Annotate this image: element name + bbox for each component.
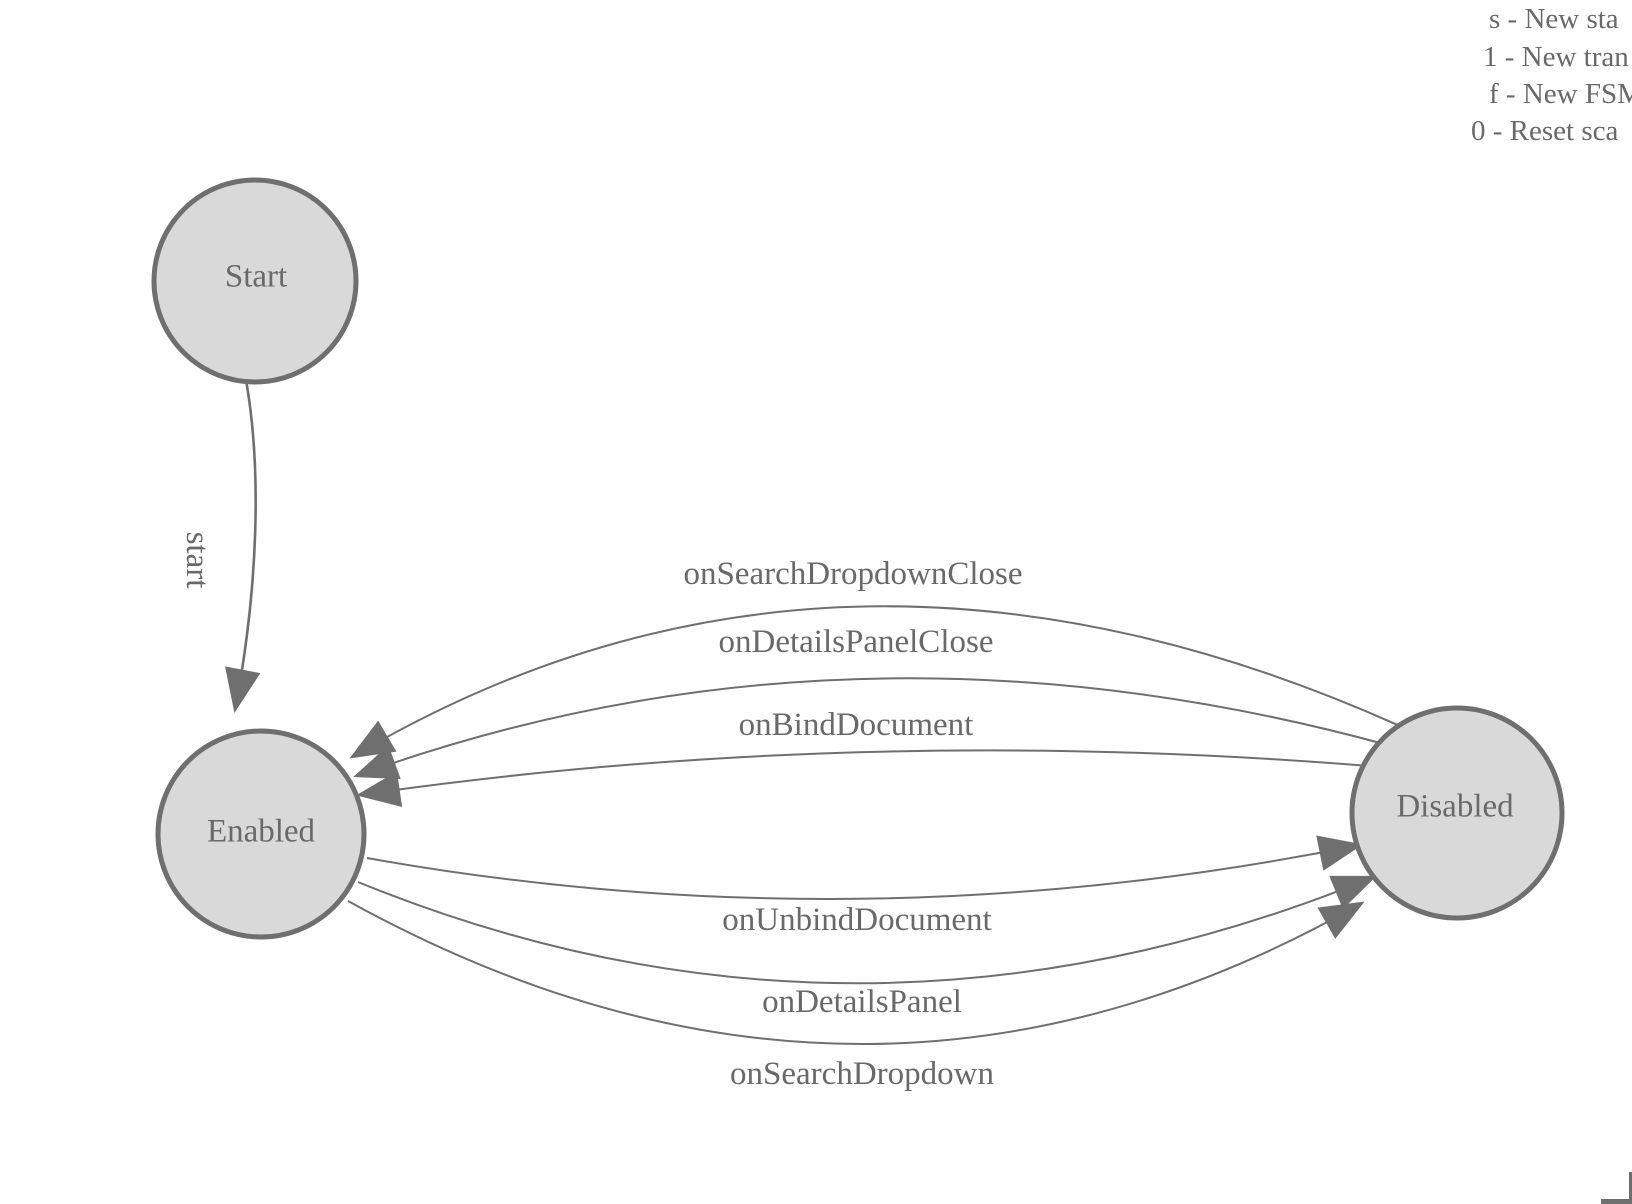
- legend-line-reset: 0 - Reset sca: [1471, 115, 1619, 147]
- edge-label-onSearchDropdownClose: onSearchDropdownClose: [683, 556, 1023, 592]
- transition-edge-start[interactable]: [225, 379, 261, 713]
- canvas-border-corner: [1601, 1172, 1632, 1204]
- transition-edge-onUnbindDocument[interactable]: [366, 835, 1363, 900]
- transition-edge-onDetailsPanel[interactable]: [357, 875, 1377, 985]
- edge-label-onUnbindDocument: onUnbindDocument: [722, 902, 992, 938]
- edge-label-onBindDocument: onBindDocument: [738, 707, 974, 743]
- state-node-enabled[interactable]: [155, 728, 367, 940]
- edge-label-start: start: [179, 531, 215, 589]
- edge-label-onDetailsPanelClose: onDetailsPanelClose: [718, 624, 994, 660]
- legend-line-new-transition: 1 - New tran: [1483, 41, 1629, 73]
- state-node-start[interactable]: [151, 177, 359, 385]
- transition-edge-onBindDocument[interactable]: [356, 749, 1370, 807]
- transition-edge-onDetailsPanelClose[interactable]: [353, 677, 1385, 779]
- edge-label-onDetailsPanel: onDetailsPanel: [762, 984, 962, 1020]
- shortcuts-legend: s - New sta 1 - New tran f - New FSM 0 -…: [0, 0, 1632, 160]
- legend-line-new-fsm: f - New FSM: [1489, 78, 1632, 110]
- legend-line-new-state: s - New sta: [1489, 3, 1619, 35]
- edge-label-onSearchDropdown: onSearchDropdown: [730, 1056, 994, 1092]
- transition-edge-onSearchDropdownClose[interactable]: [349, 605, 1401, 759]
- state-node-disabled[interactable]: [1349, 705, 1565, 921]
- transition-edge-onSearchDropdown[interactable]: [347, 900, 1365, 1045]
